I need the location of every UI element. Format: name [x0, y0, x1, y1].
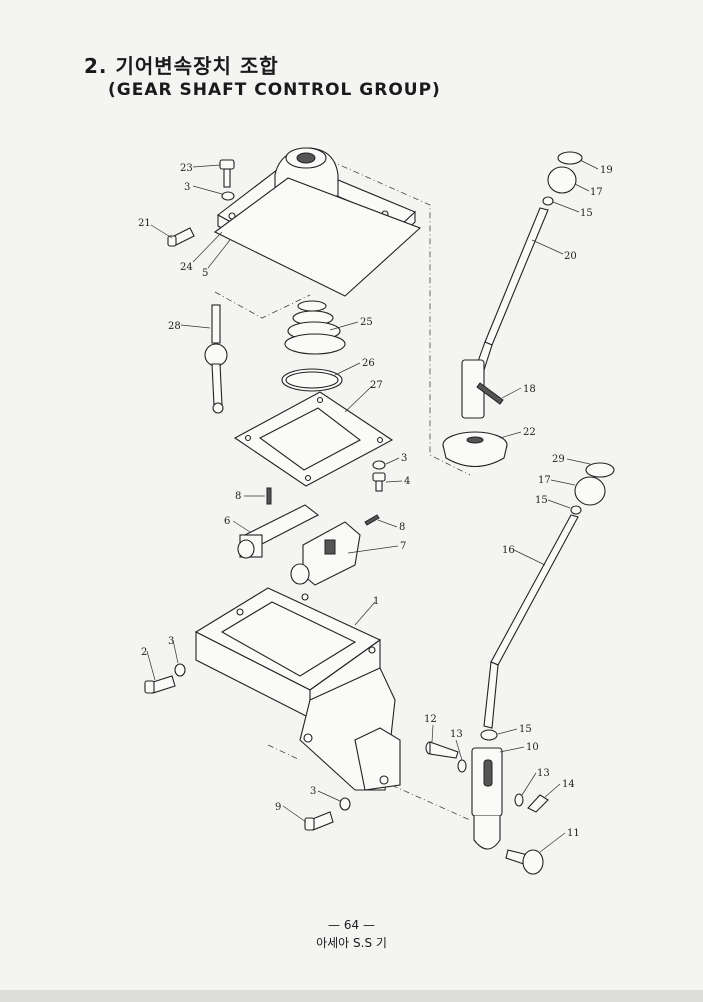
shifter-6	[237, 504, 320, 559]
label-15-c: 15	[519, 724, 532, 735]
label-22: 22	[523, 427, 536, 438]
lever-28	[204, 304, 228, 414]
label-25: 25	[360, 317, 373, 328]
label-8: 8	[235, 491, 241, 502]
label-17: 17	[590, 187, 603, 198]
shifter-7	[290, 521, 361, 586]
label-1: 1	[373, 596, 379, 607]
pin-8-b	[364, 514, 380, 526]
bolt-23	[219, 159, 235, 188]
cap-19	[557, 151, 583, 165]
label-13-b: 13	[537, 768, 550, 779]
spring-25	[284, 300, 346, 355]
label-3: 3	[184, 182, 190, 193]
page-subtitle: (GEAR SHAFT CONTROL GROUP)	[108, 80, 441, 100]
page-number: — 64 —	[328, 918, 375, 932]
bolt-21	[167, 227, 195, 247]
label-12: 12	[424, 714, 437, 725]
nut-15-yoke	[480, 729, 498, 741]
label-28: 28	[168, 321, 181, 332]
label-11: 11	[567, 828, 580, 839]
label-6: 6	[224, 516, 230, 527]
bolt-2	[144, 675, 176, 694]
gasket-5	[213, 177, 422, 297]
knob-17-upper	[547, 166, 577, 194]
label-21: 21	[138, 218, 151, 229]
washer-3-left	[174, 663, 186, 677]
washer-13-right	[514, 793, 524, 807]
label-3-c: 3	[168, 636, 174, 647]
label-17-b: 17	[538, 475, 551, 486]
knob-17-lower	[574, 476, 606, 506]
nut-15-upper	[542, 196, 554, 206]
label-23: 23	[180, 163, 193, 174]
page-title: 2. 기어변속장치 조합	[84, 54, 279, 78]
label-15-b: 15	[535, 495, 548, 506]
cap-29	[585, 462, 615, 478]
bolt-4	[372, 472, 386, 492]
label-13: 13	[450, 729, 463, 740]
washer-3-upper	[221, 191, 235, 201]
case-1	[194, 587, 401, 791]
label-29: 29	[552, 454, 565, 465]
label-8-b: 8	[399, 522, 405, 533]
label-10: 10	[526, 742, 539, 753]
part-number-labels: 23 3 21 24 5 28 25 26 27 3 4 8 6 8 7 1 2…	[138, 163, 613, 839]
shift-lever-20	[461, 207, 549, 419]
washer-3-mid	[372, 460, 386, 470]
label-19: 19	[600, 165, 613, 176]
pin-18	[476, 382, 504, 405]
label-9: 9	[275, 802, 281, 813]
label-5: 5	[202, 268, 208, 279]
pin-12	[425, 741, 459, 759]
scan-edge	[0, 990, 703, 1002]
label-20: 20	[564, 251, 577, 262]
label-2: 2	[141, 647, 147, 658]
washer-3-low	[339, 797, 351, 811]
washer-13-left	[457, 759, 467, 773]
leader-lines	[146, 159, 599, 853]
label-24: 24	[180, 262, 193, 273]
label-7: 7	[400, 541, 406, 552]
boot-22	[442, 431, 508, 467]
label-14: 14	[562, 779, 575, 790]
label-18: 18	[523, 384, 536, 395]
label-27: 27	[370, 380, 383, 391]
label-3-d: 3	[310, 786, 316, 797]
pin-8-a	[266, 487, 272, 505]
publisher-footer: 아세아 S.S 기	[316, 936, 387, 950]
label-15: 15	[580, 208, 593, 219]
bolt-9	[304, 811, 334, 831]
shift-lever-16	[483, 514, 579, 729]
label-3-b: 3	[401, 453, 407, 464]
label-4: 4	[404, 476, 410, 487]
clip-14	[527, 794, 549, 813]
nut-15-lower	[570, 505, 582, 515]
label-16: 16	[502, 545, 515, 556]
label-26: 26	[362, 358, 375, 369]
plate-27	[233, 391, 394, 487]
pin-11	[505, 849, 544, 875]
yoke-10	[471, 747, 503, 850]
